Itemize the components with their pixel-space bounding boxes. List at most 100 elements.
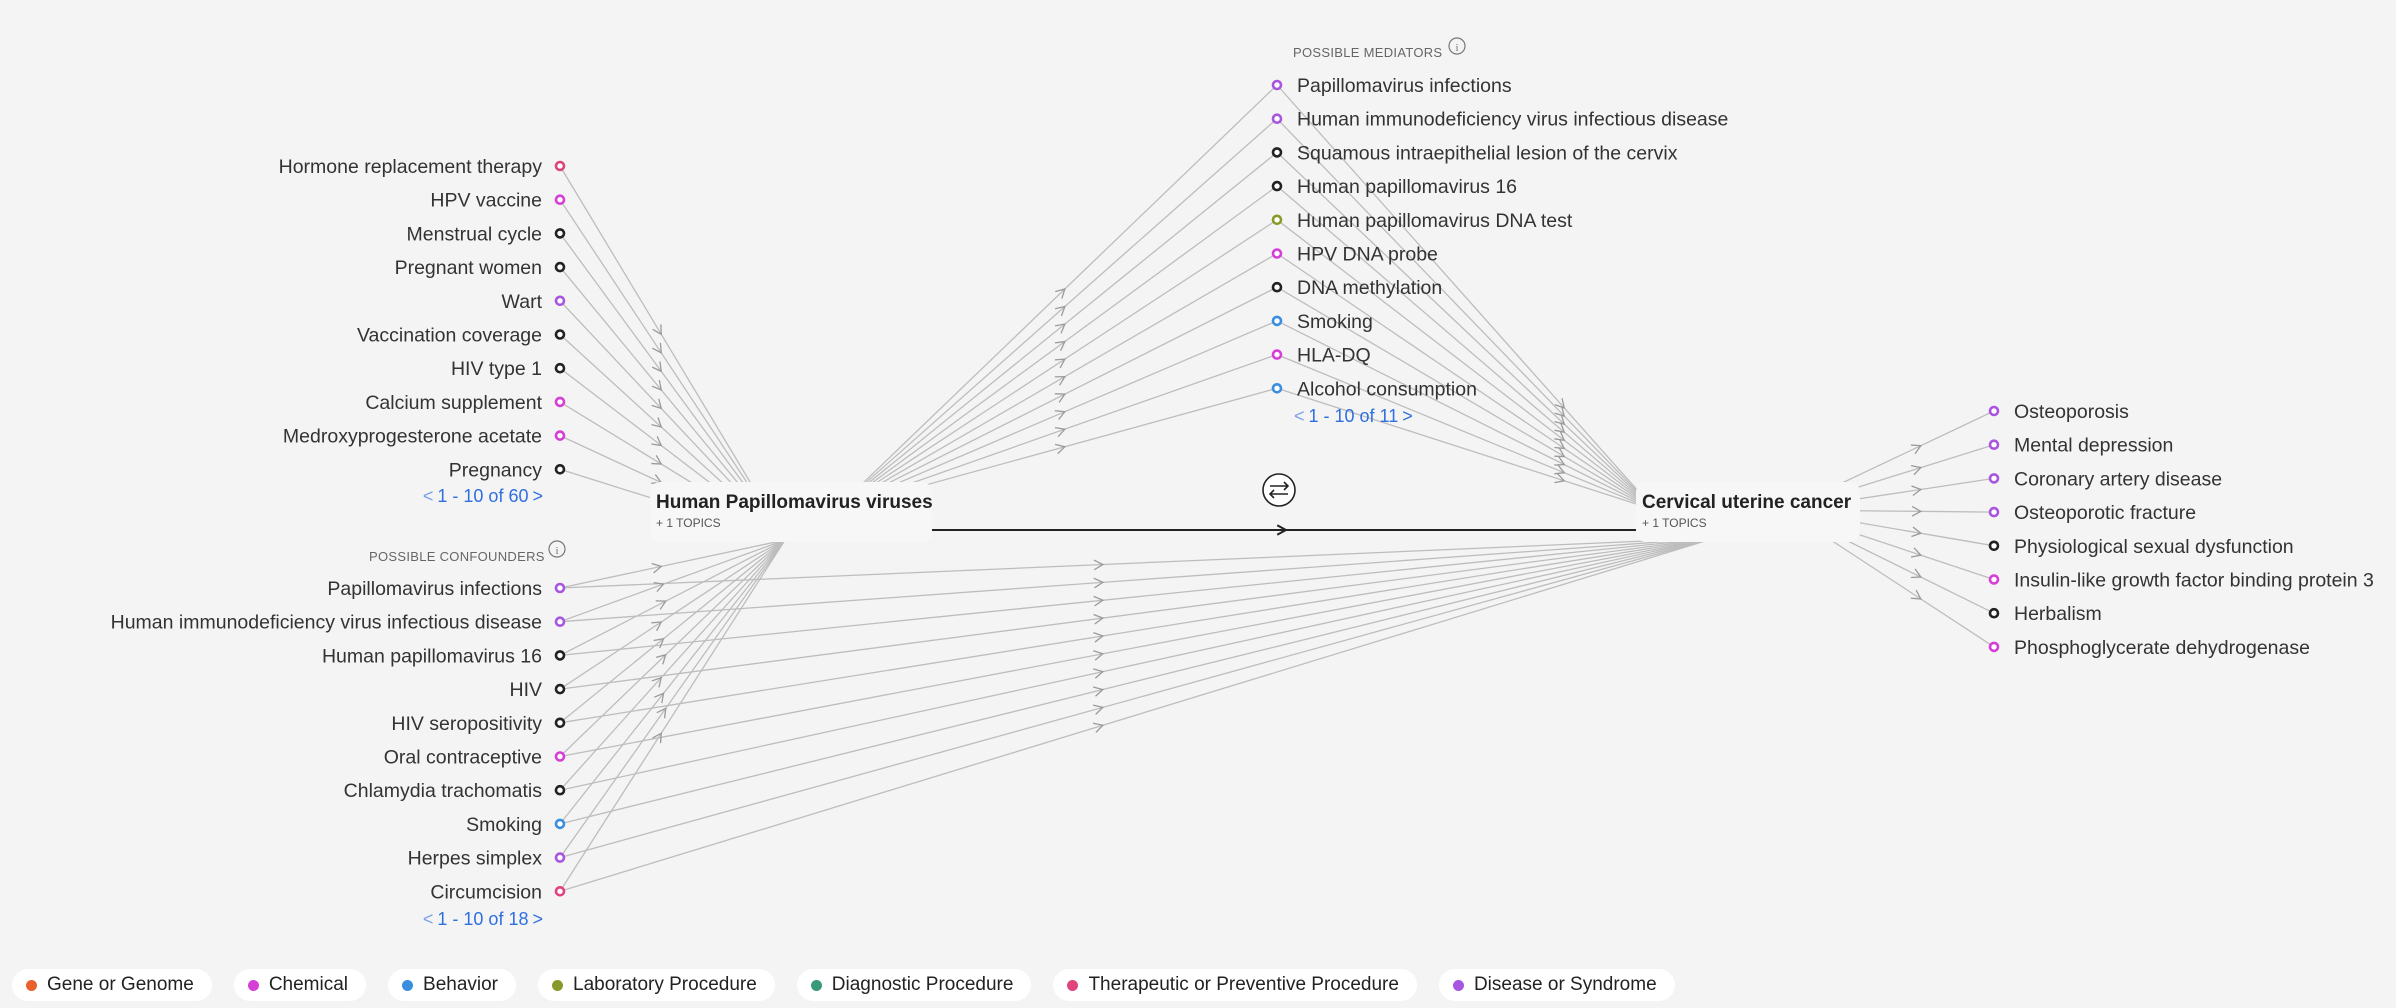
- cause-node-label[interactable]: Hormone replacement therapy: [279, 156, 543, 178]
- mediator-dot-0[interactable]: [1271, 79, 1283, 91]
- node-dot-7[interactable]: [554, 396, 566, 408]
- effect-node-label[interactable]: Phosphoglycerate dehydrogenase: [2014, 637, 2310, 659]
- confounder-dot-1[interactable]: [554, 616, 566, 628]
- info-icon[interactable]: i: [548, 540, 566, 558]
- cause-node-label[interactable]: Menstrual cycle: [407, 223, 542, 245]
- mediator-dot-4[interactable]: [1271, 214, 1283, 226]
- effect-dot-0[interactable]: [1988, 405, 2000, 417]
- mediator-dot-8[interactable]: [1271, 349, 1283, 360]
- pager-next-icon[interactable]: >: [532, 486, 543, 506]
- confounder-node-label[interactable]: Chlamydia trachomatis: [344, 780, 543, 802]
- exposure-node-box[interactable]: [650, 482, 932, 542]
- mediator-node-label[interactable]: Human papillomavirus DNA test: [1297, 210, 1573, 232]
- info-icon[interactable]: i: [1448, 37, 1466, 55]
- confounder-dot-8[interactable]: [554, 852, 566, 863]
- node-dot-3[interactable]: [554, 261, 566, 273]
- cause-node-label[interactable]: Vaccination coverage: [357, 325, 542, 347]
- legend-item[interactable]: Gene or Genome: [12, 969, 212, 1001]
- legend-item[interactable]: Therapeutic or Preventive Procedure: [1053, 969, 1417, 1001]
- confounders-pager[interactable]: <1 - 10 of 18>: [423, 909, 543, 929]
- effect-dot-4[interactable]: [1988, 540, 2000, 552]
- pager-next-icon[interactable]: >: [532, 909, 543, 929]
- mediator-dot-2[interactable]: [1271, 147, 1283, 158]
- pager-prev-icon[interactable]: <: [423, 909, 434, 929]
- confounder-node-label[interactable]: Papillomavirus infections: [327, 578, 542, 600]
- effect-dot-6[interactable]: [1988, 607, 2000, 619]
- exposure-node-subtitle[interactable]: + 1 TOPICS: [656, 516, 721, 530]
- mediator-node-label[interactable]: Human papillomavirus 16: [1297, 176, 1517, 198]
- cause-node-label[interactable]: Wart: [502, 291, 543, 313]
- mediator-node-label[interactable]: Squamous intraepithelial lesion of the c…: [1297, 142, 1678, 164]
- confounder-dot-6[interactable]: [554, 784, 566, 796]
- node-dot-1[interactable]: [554, 194, 566, 205]
- node-dot-4[interactable]: [554, 295, 566, 307]
- effect-dot-2[interactable]: [1988, 473, 2000, 484]
- pager-prev-icon[interactable]: <: [423, 486, 434, 506]
- effect-dot-5[interactable]: [1988, 574, 2000, 585]
- pager-next-icon[interactable]: >: [1402, 406, 1413, 426]
- confounder-dot-5[interactable]: [554, 751, 566, 762]
- mediator-dot-7[interactable]: [1271, 315, 1283, 327]
- confounder-node-label[interactable]: Human immunodeficiency virus infectious …: [111, 612, 542, 634]
- mediator-node-label[interactable]: HLA-DQ: [1297, 345, 1371, 367]
- swap-direction-icon[interactable]: [1262, 473, 1296, 507]
- effect-node-label[interactable]: Herbalism: [2014, 603, 2102, 625]
- mediator-node-label[interactable]: DNA methylation: [1297, 277, 1442, 299]
- confounder-node-label[interactable]: Circumcision: [430, 881, 542, 903]
- confounder-node-label[interactable]: HIV seropositivity: [391, 713, 542, 735]
- confounder-node-label[interactable]: Smoking: [466, 814, 542, 836]
- confounder-node-label[interactable]: Herpes simplex: [408, 848, 543, 870]
- confounder-node-label[interactable]: Oral contraceptive: [384, 747, 542, 769]
- mediator-node-label[interactable]: Human immunodeficiency virus infectious …: [1297, 109, 1728, 131]
- causes-pager[interactable]: <1 - 10 of 60>: [423, 486, 543, 506]
- node-dot-0[interactable]: [554, 160, 566, 172]
- node-dot-8[interactable]: [554, 430, 566, 441]
- legend-item[interactable]: Chemical: [233, 969, 367, 1001]
- effect-node-label[interactable]: Physiological sexual dysfunction: [2014, 536, 2294, 558]
- confounder-node-label[interactable]: HIV: [509, 679, 542, 701]
- confounder-dot-7[interactable]: [554, 818, 566, 830]
- confounder-node-label[interactable]: Human papillomavirus 16: [322, 645, 542, 667]
- confounder-dot-2[interactable]: [554, 650, 566, 661]
- confounder-dot-9[interactable]: [554, 885, 566, 897]
- effect-node-label[interactable]: Insulin-like growth factor binding prote…: [2014, 570, 2374, 592]
- node-dot-6[interactable]: [554, 362, 566, 374]
- legend-item[interactable]: Laboratory Procedure: [538, 969, 775, 1001]
- outcome-node-box[interactable]: [1636, 482, 1860, 542]
- cause-node-label[interactable]: Pregnancy: [449, 459, 542, 481]
- effect-node-label[interactable]: Osteoporosis: [2014, 401, 2129, 423]
- effect-dot-3[interactable]: [1988, 506, 2000, 518]
- mediator-dot-1[interactable]: [1271, 113, 1283, 124]
- pager-prev-icon[interactable]: <: [1294, 406, 1305, 426]
- effect-node-label[interactable]: Coronary artery disease: [2014, 468, 2222, 490]
- mediator-node-label[interactable]: Smoking: [1297, 311, 1373, 333]
- effect-node-label[interactable]: Mental depression: [2014, 435, 2173, 457]
- node-dot-2[interactable]: [554, 228, 566, 239]
- mediator-node-label[interactable]: Papillomavirus infections: [1297, 75, 1512, 97]
- legend-item[interactable]: Behavior: [388, 969, 517, 1001]
- cause-node-label[interactable]: HIV type 1: [451, 358, 542, 380]
- mediator-dot-6[interactable]: [1271, 281, 1283, 293]
- confounder-dot-4[interactable]: [554, 717, 566, 729]
- mediator-dot-5[interactable]: [1271, 248, 1283, 259]
- mediator-dot-3[interactable]: [1271, 180, 1283, 192]
- exposure-node[interactable]: Human Papillomavirus viruses+ 1 TOPICS: [650, 482, 933, 542]
- outcome-node[interactable]: Cervical uterine cancer+ 1 TOPICS: [1636, 482, 1860, 542]
- cause-node-label[interactable]: Medroxyprogesterone acetate: [283, 426, 542, 448]
- effect-dot-7[interactable]: [1988, 641, 2000, 653]
- mediator-node-label[interactable]: Alcohol consumption: [1297, 378, 1477, 400]
- outcome-node-subtitle[interactable]: + 1 TOPICS: [1642, 516, 1707, 530]
- confounder-dot-3[interactable]: [554, 683, 566, 695]
- effect-dot-1[interactable]: [1988, 439, 2000, 451]
- node-dot-9[interactable]: [554, 463, 566, 475]
- mediator-node-label[interactable]: HPV DNA probe: [1297, 244, 1438, 266]
- legend-item[interactable]: Diagnostic Procedure: [796, 969, 1032, 1001]
- mediators-pager[interactable]: <1 - 10 of 11>: [1294, 406, 1413, 426]
- cause-node-label[interactable]: Pregnant women: [395, 257, 542, 279]
- mediator-dot-9[interactable]: [1271, 382, 1283, 394]
- cause-node-label[interactable]: Calcium supplement: [365, 392, 542, 414]
- node-dot-5[interactable]: [554, 329, 566, 340]
- cause-node-label[interactable]: HPV vaccine: [430, 190, 542, 212]
- legend-item[interactable]: Disease or Syndrome: [1438, 969, 1675, 1001]
- confounder-dot-0[interactable]: [554, 582, 566, 594]
